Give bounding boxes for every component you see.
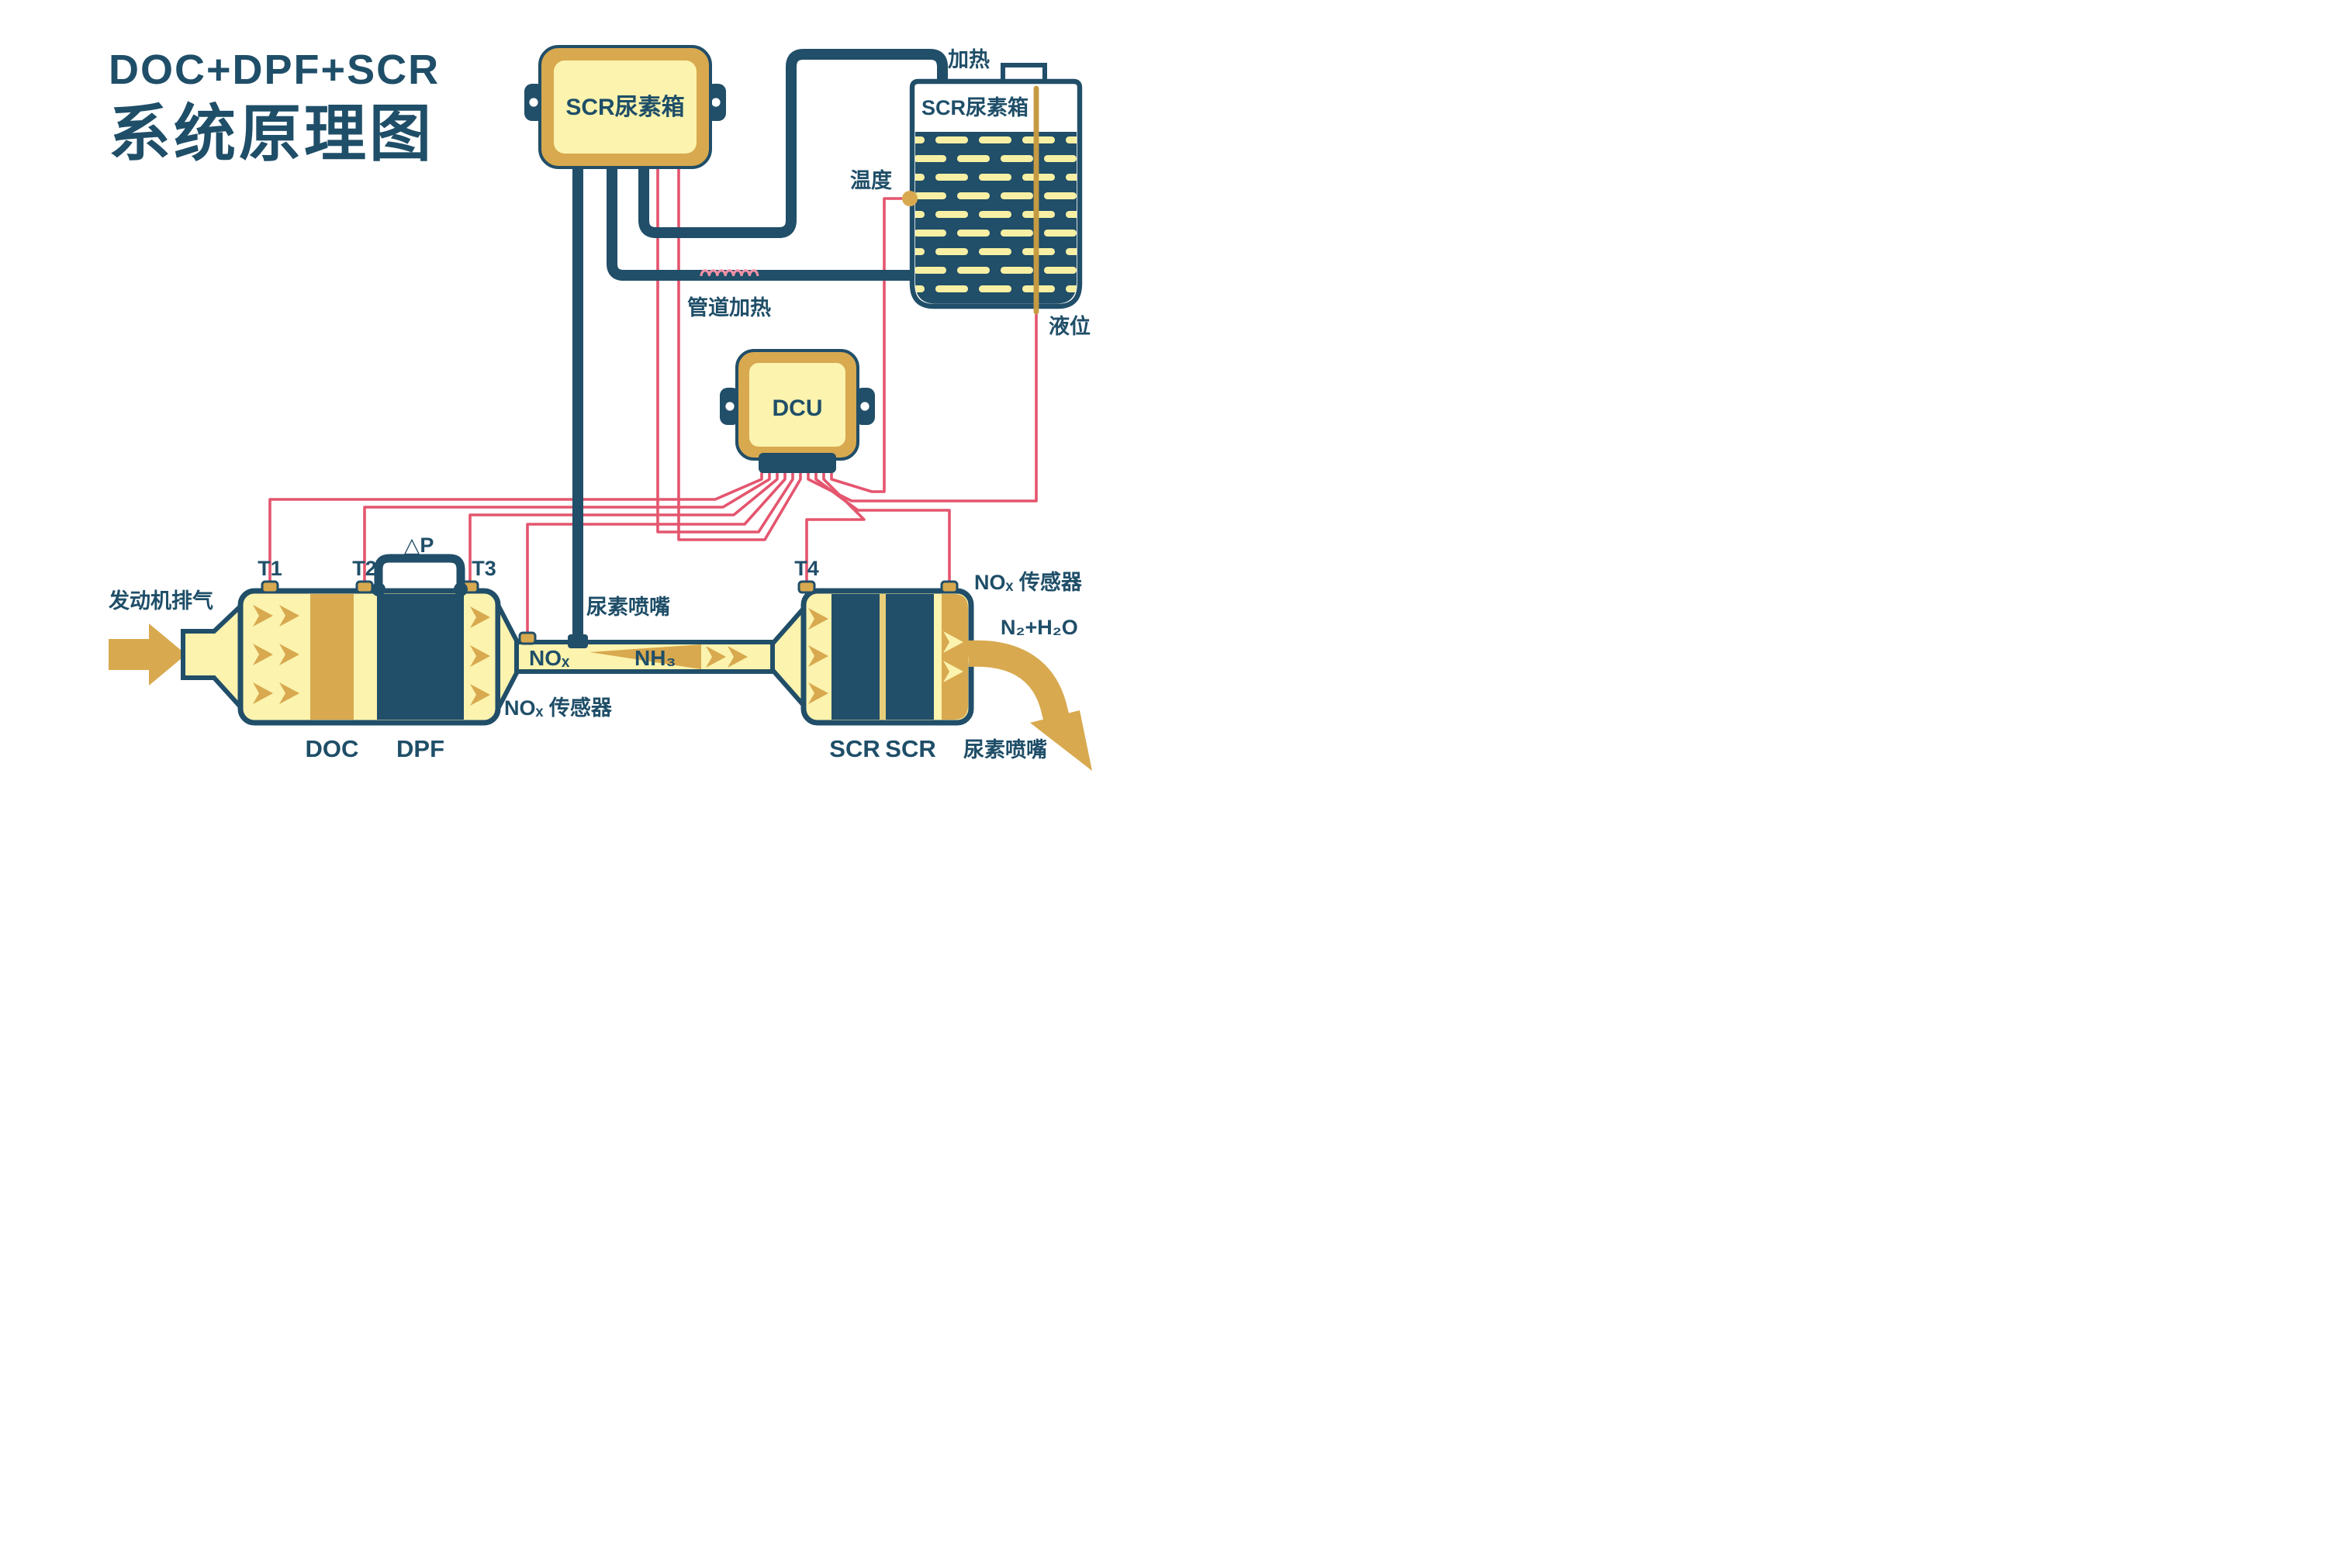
tailpipe-curve [967,640,1070,722]
nox-gas-label: NOₓ [529,646,570,670]
dp-port-left [372,582,385,596]
nox-right-nub [940,580,959,594]
wire-t1 [268,471,763,583]
tailpipe-arrowhead [1030,710,1092,771]
scr-substrate-1 [831,594,880,720]
nox-sensor-left-nub [518,631,537,645]
dcu-ear-left [720,388,740,425]
nh3-label: NH₃ [634,646,676,670]
engine-exhaust-arrow [109,623,186,686]
pump-module: SCR尿素箱 [524,45,726,169]
dcu-face [749,363,845,447]
dp-bridge-pipe [374,554,465,594]
wire-t3 [468,471,779,583]
scr-right-label: SCR [885,735,935,762]
scr-divider [880,594,886,720]
doc-label: DOC [306,735,359,762]
dcu-module: DCU [720,349,875,473]
urea-pipes [572,49,948,646]
page-title-line2: 系统原理图 [109,99,434,168]
engine-exhaust-label: 发动机排气 [108,589,213,613]
urea-tank: SCR尿素箱 加热 温度 液位 [850,48,1091,338]
nh3-spray-cone [589,644,701,669]
t2-label: T2 [352,557,377,580]
outlet-gold-band [942,594,968,720]
dpf-label: DPF [396,735,444,762]
n2h2o-label: N₂+H₂O [1001,616,1078,639]
exhaust-labels: T1 T2 T3 T4 △P DOC DPF SCR SCR NOₓ 传感器 N… [258,534,1083,762]
t2-nub [355,580,374,594]
pipe-suction [607,156,918,281]
t1-label: T1 [258,557,282,580]
wire-temp [830,197,903,493]
tank-level-label: 液位 [1049,314,1091,338]
wire-pump-b [677,163,802,541]
sensor-wires [268,163,1038,634]
tank-temp-label: 温度 [850,168,892,192]
wire-t2 [363,471,771,583]
t4-nub [797,580,816,594]
pipe-return-heated [638,49,948,238]
scr-substrate-2 [886,594,934,720]
wire-t4 [805,471,866,583]
tank-heat-label: 加热 [948,48,990,71]
t3-label: T3 [472,557,496,580]
wire-pump-a [656,163,794,534]
tank-liquid-texture [915,132,1077,304]
page-title-line1: DOC+DPF+SCR [109,47,440,93]
dp-port-right [454,582,468,596]
dp-label: △P [404,534,434,557]
urea-nozzle-top-label: 尿素喷嘴 [586,596,670,619]
wire-nox-left [526,471,787,634]
dcu-label: DCU [773,395,823,421]
pipe-heater-coil [700,269,759,277]
scr-left-label: SCR [829,735,880,762]
exhaust-line: 发动机排气 [108,554,1092,771]
sensor-nubs [261,580,959,594]
pipe-heating-label: 管道加热 [687,295,771,319]
nox-sensor-right-label: NOₓ 传感器 [974,570,1083,594]
pump-label: SCR尿素箱 [565,95,684,120]
dcu-ear-right [855,388,875,425]
dpf-substrate [377,594,464,720]
temp-sensor-dot [902,191,918,206]
doc-substrate [310,594,354,720]
nox-sensor-left-label: NOₓ 传感器 [504,696,613,720]
tank-label: SCR尿素箱 [921,95,1029,119]
urea-nozzle-bottom-label: 尿素喷嘴 [963,738,1047,762]
wire-level [807,313,1038,503]
t4-label: T4 [794,557,819,580]
urea-injector-nozzle [568,634,588,648]
pump-face [554,60,697,154]
dcu-connector [759,453,836,473]
t1-nub [261,580,279,594]
wire-nox-right [814,471,951,583]
